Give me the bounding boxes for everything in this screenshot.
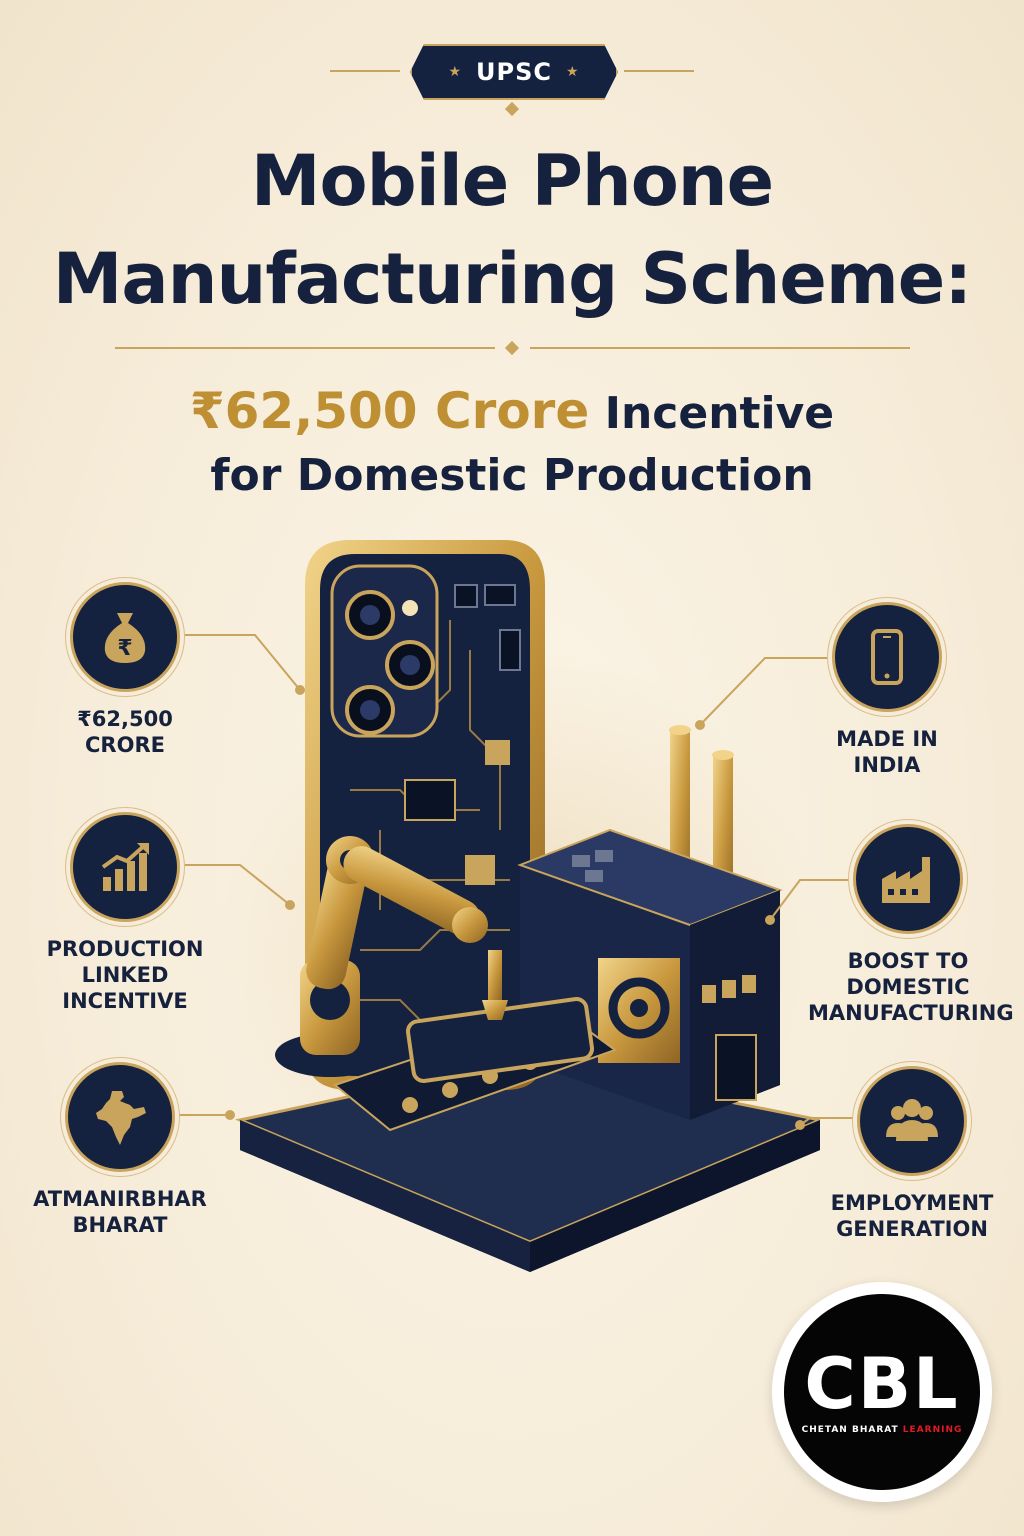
feature-pli: PRODUCTION LINKED INCENTIVE (25, 812, 225, 1014)
feature-circle (857, 1066, 967, 1176)
people-icon (886, 1099, 938, 1141)
page-title-line2: Manufacturing Scheme: (52, 238, 973, 320)
money-bag-rupee-icon: ₹ (104, 613, 146, 663)
smartphone-icon (871, 629, 903, 685)
subtitle-rest: Incentive (589, 388, 835, 439)
star-icon: ★ (565, 64, 580, 80)
feature-circle (65, 1062, 175, 1172)
badge-label: UPSC (476, 58, 552, 86)
feature-label: BOOST TO DOMESTIC MANUFACTURING (808, 949, 1014, 1025)
divider-left (115, 347, 495, 349)
feature-circle (70, 812, 180, 922)
logo-name: CHETAN BHARAT LEARNING (802, 1425, 963, 1435)
logo-mark: CBL (804, 1343, 960, 1425)
subtitle-line2: for Domestic Production (210, 450, 814, 501)
cbl-logo: CBL CHETAN BHARAT LEARNING (772, 1282, 992, 1502)
feature-incentive-amount: ₹ ₹62,500 CRORE (25, 582, 225, 758)
feature-label: PRODUCTION LINKED INCENTIVE (46, 937, 204, 1013)
upsc-badge: ★ UPSC ★ (410, 44, 618, 100)
feature-atmanirbhar: ATMANIRBHAR BHARAT (20, 1062, 220, 1238)
feature-circle: ₹ (70, 582, 180, 692)
feature-label: MADE IN INDIA (836, 727, 938, 777)
subtitle-line1: ₹62,500 Crore Incentive (0, 382, 1024, 440)
page-title-line1: Mobile Phone (250, 140, 774, 222)
robot-arm (275, 836, 508, 1077)
logo-name-accent: LEARNING (902, 1425, 963, 1435)
india-map-icon (96, 1091, 146, 1145)
subtitle-amount: ₹62,500 Crore (189, 382, 590, 440)
conveyor-belt (332, 997, 618, 1132)
factory-illustration (220, 540, 820, 1272)
feature-label: ₹62,500 CRORE (77, 707, 173, 757)
factory-icon (882, 857, 930, 903)
badge-line-left (330, 70, 400, 72)
phone-illustration (305, 540, 545, 1090)
feature-label: ATMANIRBHAR BHARAT (33, 1187, 207, 1237)
factory-building (517, 725, 783, 1120)
growth-chart-icon (101, 843, 149, 891)
divider-right (530, 347, 910, 349)
feature-circle (832, 602, 942, 712)
star-icon: ★ (448, 64, 462, 80)
feature-made-in-india: MADE IN INDIA (787, 602, 987, 778)
feature-employment: EMPLOYMENT GENERATION (812, 1066, 1012, 1242)
feature-label: EMPLOYMENT GENERATION (830, 1191, 994, 1241)
logo-name-main: CHETAN BHARAT (801, 1425, 903, 1435)
feature-domestic-manufacturing: BOOST TO DOMESTIC MANUFACTURING (808, 824, 1014, 1026)
badge-line-right (624, 70, 694, 72)
feature-circle (853, 824, 963, 934)
svg-text:₹: ₹ (117, 636, 132, 661)
logo-disc: CBL CHETAN BHARAT LEARNING (784, 1294, 980, 1490)
